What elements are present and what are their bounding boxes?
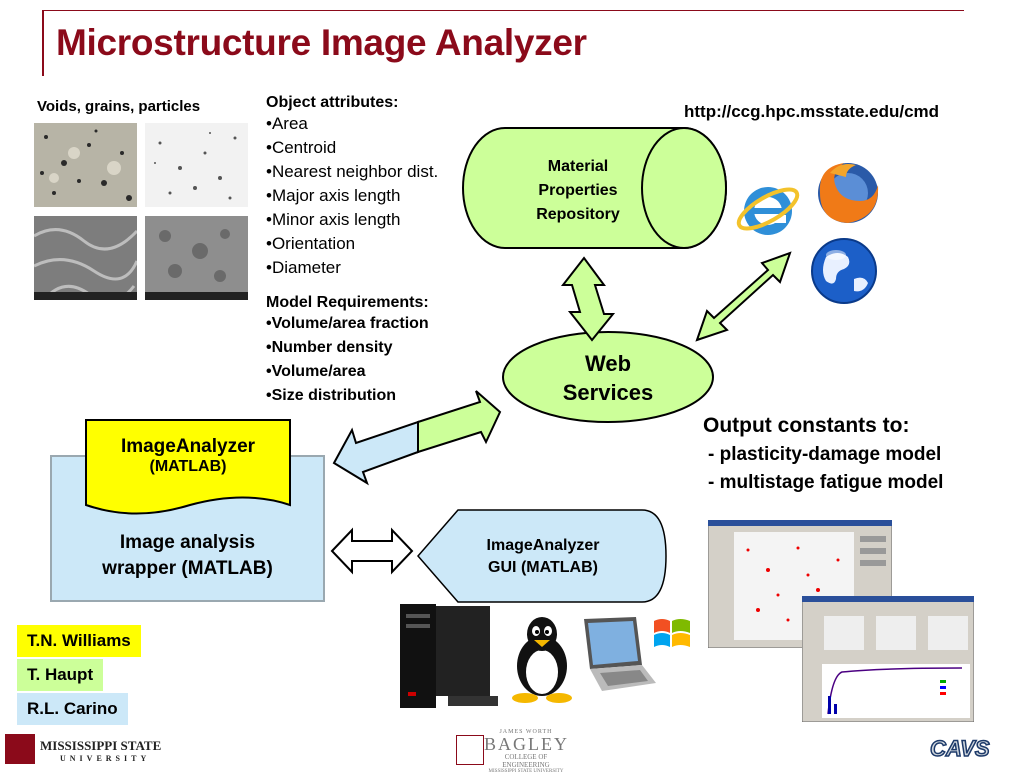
- web-services-line: Services: [562, 380, 654, 405]
- web-services-ellipse: [502, 331, 714, 423]
- repo-services-arrow: [560, 256, 616, 342]
- author-badge: T. Haupt: [17, 659, 104, 691]
- msu-wordmark: MISSISSIPPI STATE UNIVERSITY: [40, 738, 161, 763]
- microstructure-thumbnail-4: [145, 216, 248, 300]
- microstructure-thumbnail-2: [145, 123, 248, 207]
- imageanalyzer-document: [85, 419, 291, 515]
- globe-icon: [811, 238, 877, 304]
- attribute-item: •Minor axis length: [266, 210, 401, 229]
- workstation-icon: [400, 604, 498, 708]
- laptop-icon: [584, 617, 656, 691]
- requirement-item: •Size distribution: [266, 387, 397, 404]
- gui-line: ImageAnalyzer: [486, 537, 600, 554]
- page-title: Microstructure Image Analyzer: [56, 22, 587, 63]
- msu-shield-logo: [5, 734, 35, 764]
- title-left-rule: [42, 10, 44, 76]
- attribute-item: •Centroid: [266, 138, 337, 157]
- bagley-wordmark: JAMES WORTH BAGLEY COLLEGE OF ENGINEERIN…: [484, 729, 568, 774]
- services-browser-arrow: [695, 251, 792, 342]
- author-badge: R.L. Carino: [17, 693, 128, 725]
- cavs-logo: CAVS: [929, 735, 990, 762]
- repository-line: Repository: [536, 206, 620, 223]
- web-services-label: Web Services: [540, 349, 676, 407]
- repository-cylinder: [462, 127, 727, 249]
- wrapper-gui-arrow: [330, 527, 414, 575]
- attribute-item: •Area: [266, 114, 308, 133]
- internet-explorer-icon: [736, 187, 800, 235]
- gui-label: ImageAnalyzer GUI (MATLAB): [458, 535, 628, 579]
- firefox-icon: [818, 163, 879, 223]
- model-requirements: Model Requirements: •Volume/area fractio…: [266, 294, 429, 408]
- repository-line: Material: [547, 158, 609, 175]
- model-requirements-heading: Model Requirements:: [266, 294, 429, 311]
- attribute-item: •Orientation: [266, 234, 356, 253]
- wrapper-label: Image analysis wrapper (MATLAB): [55, 530, 320, 582]
- web-services-line: Web: [584, 351, 632, 376]
- tux-linux-icon: [512, 617, 572, 703]
- title-top-rule: [42, 10, 964, 11]
- output-item: - plasticity-damage model: [708, 444, 942, 465]
- object-attributes-heading: Object attributes:: [266, 94, 399, 111]
- bagley-logo-mark: [456, 735, 484, 765]
- repository-label: Material Properties Repository: [513, 155, 643, 227]
- bagley-line: BAGLEY: [484, 734, 569, 754]
- gui-line: GUI (MATLAB): [488, 559, 598, 576]
- attribute-item: •Major axis length: [266, 186, 401, 205]
- author-badge: T.N. Williams: [17, 625, 141, 657]
- analyzer-screenshot-2: [802, 596, 974, 722]
- attribute-item: •Nearest neighbor dist.: [266, 162, 439, 181]
- windows-logo-icon: [654, 619, 690, 647]
- model-requirements-list: •Volume/area fraction •Number density •V…: [266, 312, 429, 408]
- gui-shape: [417, 509, 667, 603]
- microstructure-thumbnail-1: [34, 123, 137, 207]
- requirement-item: •Number density: [266, 339, 393, 356]
- object-attributes: Object attributes: •Area •Centroid •Near…: [266, 94, 438, 280]
- bagley-line: JAMES WORTH: [499, 729, 553, 735]
- wrapper-line: wrapper (MATLAB): [102, 558, 273, 579]
- output-item: - multistage fatigue model: [708, 472, 944, 493]
- microstructure-thumbnail-3: [34, 216, 137, 300]
- msu-line: UNIVERSITY: [60, 754, 151, 763]
- bagley-line: COLLEGE OF ENGINEERING: [502, 753, 550, 769]
- object-attributes-list: •Area •Centroid •Nearest neighbor dist. …: [266, 112, 438, 280]
- wrapper-line: Image analysis: [119, 532, 256, 553]
- requirement-item: •Volume/area fraction: [266, 315, 429, 332]
- imageanalyzer-doc-line: ImageAnalyzer: [120, 436, 256, 457]
- attribute-item: •Diameter: [266, 258, 341, 277]
- output-heading: Output constants to:: [703, 414, 910, 437]
- requirement-item: •Volume/area: [266, 363, 366, 380]
- bagley-line: MISSISSIPPI STATE UNIVERSITY: [488, 769, 564, 774]
- thumbnails-label: Voids, grains, particles: [37, 98, 201, 115]
- wrapper-services-arrow: [332, 390, 502, 486]
- imageanalyzer-doc-label: ImageAnalyzer (MATLAB): [90, 436, 286, 476]
- url-text[interactable]: http://ccg.hpc.msstate.edu/cmd: [684, 102, 940, 121]
- repository-line: Properties: [538, 182, 618, 199]
- msu-line: MISSISSIPPI STATE: [40, 738, 162, 753]
- imageanalyzer-doc-line: (MATLAB): [149, 458, 227, 475]
